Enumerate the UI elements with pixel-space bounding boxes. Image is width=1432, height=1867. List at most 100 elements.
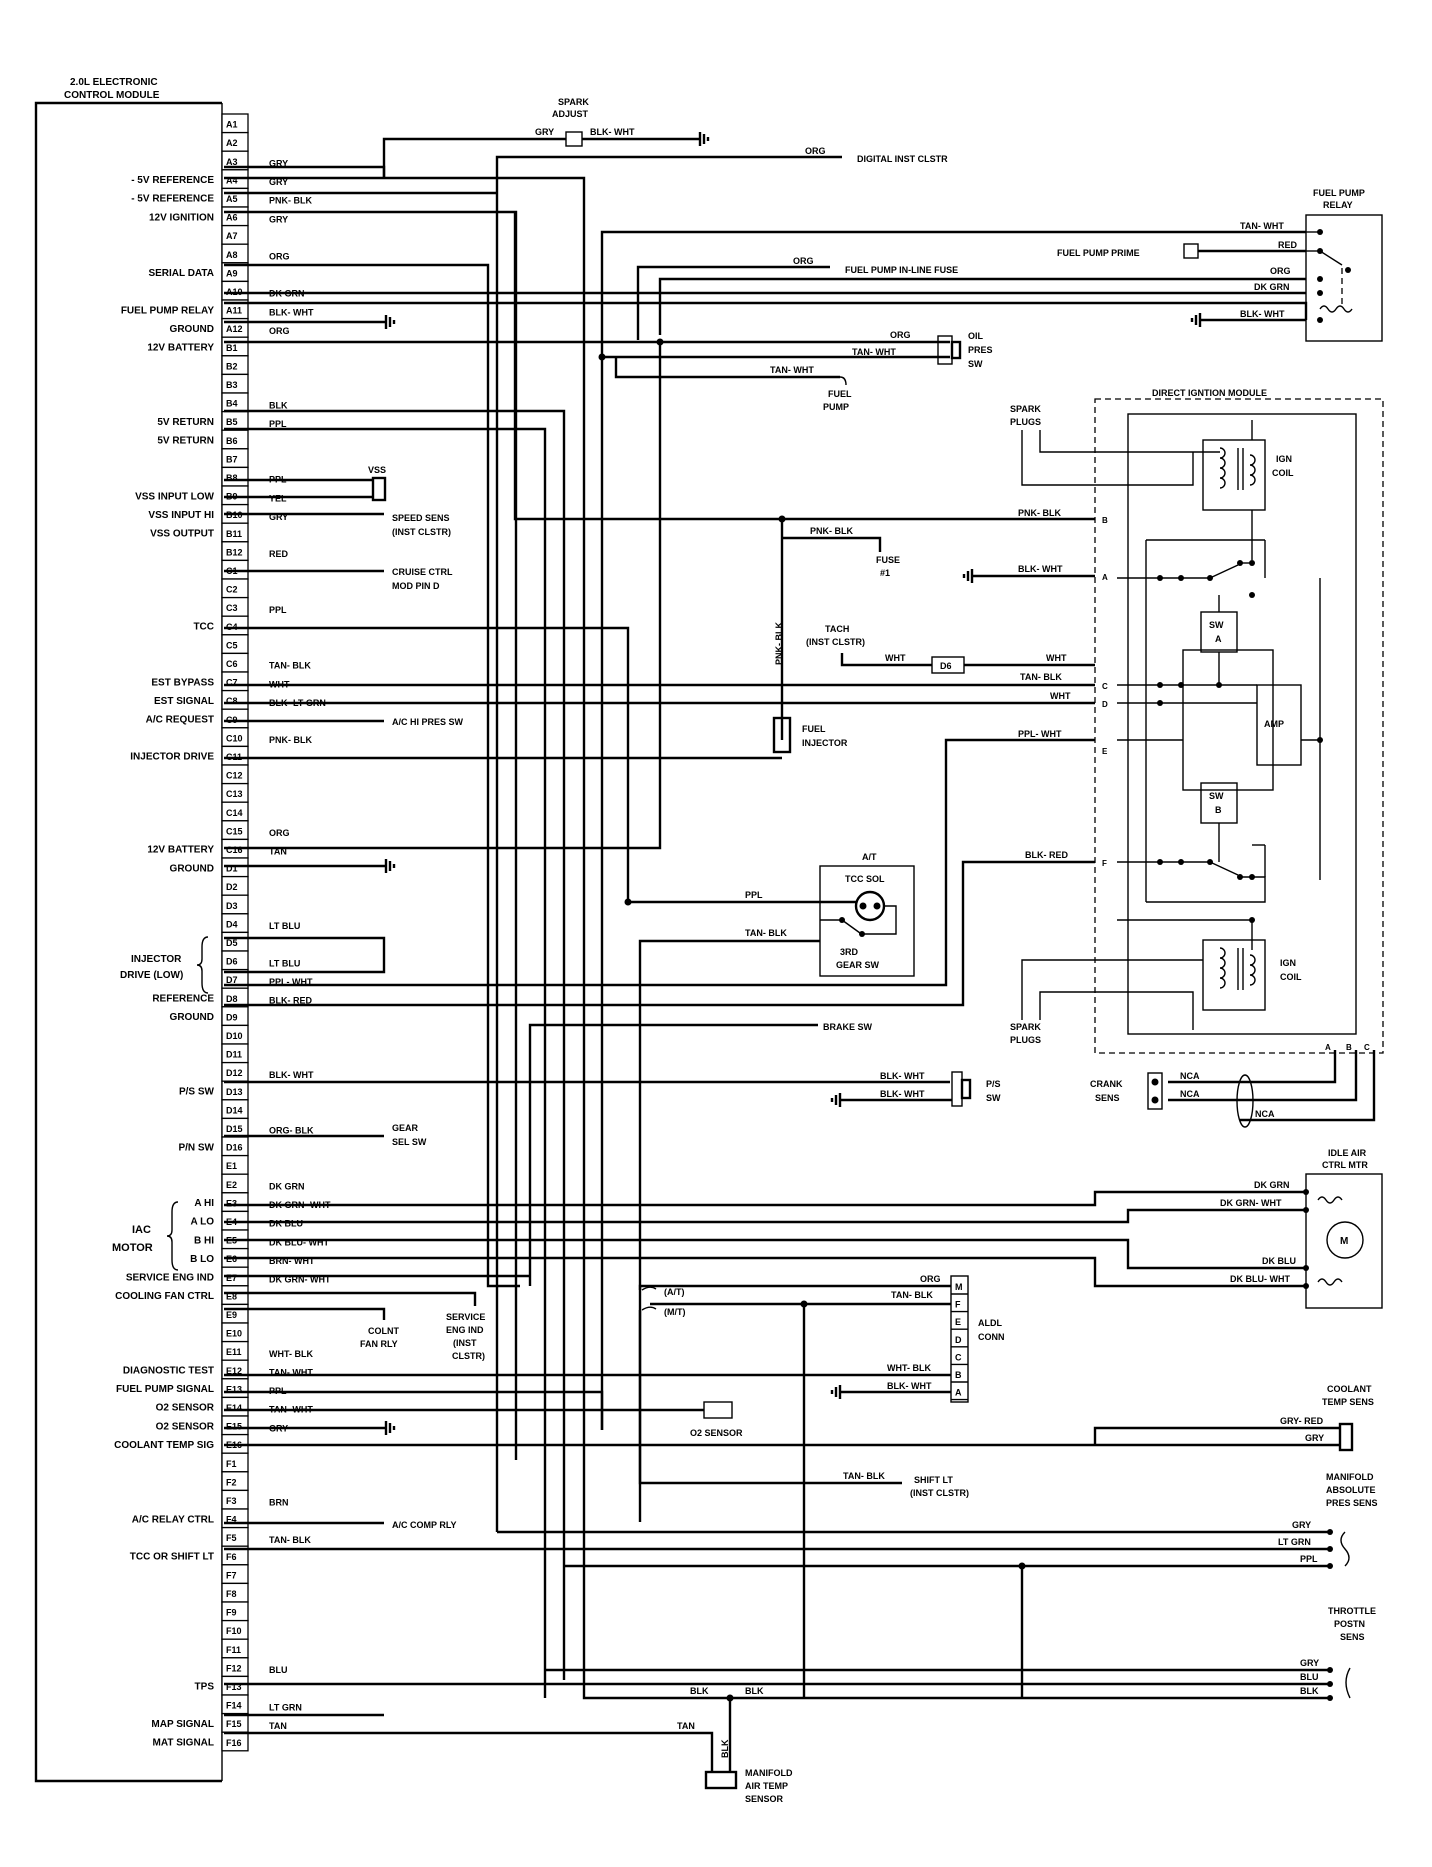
ecm-wire-color-label: LT GRN	[269, 1702, 302, 1712]
ecm-pin-label: E13	[226, 1384, 242, 1394]
ecm-pin-label: D10	[226, 1031, 243, 1041]
blu-tps-label: BLU	[1300, 1672, 1319, 1682]
ground-icon	[224, 315, 396, 329]
fuel-pump-label-1: FUEL	[828, 389, 852, 399]
dkgrnwht-iac-label: DK GRN- WHT	[1220, 1198, 1282, 1208]
ecm-body	[34, 101, 223, 1783]
ecm-function-label: GROUND	[170, 863, 214, 874]
ecm-function-label: VSS INPUT LOW	[135, 491, 214, 502]
ecm-pin-label: C3	[226, 603, 238, 613]
coolant-temp-label-2: TEMP SENS	[1322, 1397, 1374, 1407]
ecm-pin-label: B4	[226, 399, 238, 409]
ecm-pin-label: C2	[226, 585, 238, 595]
service-eng-ref-2: ENG IND	[446, 1325, 484, 1335]
ecm-title-line1: 2.0L ELECTRONIC	[70, 77, 158, 88]
svg-text:M: M	[1340, 1236, 1348, 1247]
swb-label-2: B	[1215, 805, 1222, 815]
dkblu-iac-label: DK BLU	[1262, 1256, 1296, 1266]
ecm-wire-color-label: PPL	[269, 419, 287, 429]
ecm-pin-label: D11	[226, 1050, 242, 1060]
ecm-pin-label: E15	[226, 1422, 242, 1432]
vss-label: VSS	[368, 465, 386, 475]
blkwht-aldl-label: BLK- WHT	[887, 1381, 932, 1391]
ecm-pin-label: D2	[226, 882, 238, 892]
ecm-wire-color-label: PNK- BLK	[269, 735, 312, 745]
crank-sens-label-2: SENS	[1095, 1093, 1120, 1103]
aldl-pin-label: E	[955, 1317, 961, 1327]
ac-hi-pres-ref: A/C HI PRES SW	[392, 717, 464, 727]
ecm-pin-label: F9	[226, 1608, 237, 1618]
spark-adjust-label-2: ADJUST	[552, 109, 589, 119]
speed-sens-ref-1: SPEED SENS	[392, 513, 450, 523]
amp-label: AMP	[1264, 719, 1284, 729]
ecm-function-label: - 5V REFERENCE	[131, 194, 214, 205]
ecm-wire-color-label: DK GRN- WHT	[269, 1275, 331, 1285]
tanblk-aldl-label: TAN- BLK	[891, 1290, 933, 1300]
ecm-wire-color-label: DK BLU	[269, 1219, 303, 1229]
ign-coil-top-2: COIL	[1272, 468, 1294, 478]
ecm-pin-label: E1	[226, 1161, 237, 1171]
ecm-function-label: VSS OUTPUT	[150, 529, 214, 540]
oil-pres-label-3: SW	[968, 359, 983, 369]
map-sens-label-1: MANIFOLD	[1326, 1472, 1374, 1482]
fuel-injector-label-1: FUEL	[802, 724, 826, 734]
tanwht-fp-label: TAN- WHT	[770, 365, 814, 375]
injector-label-1: INJECTOR	[131, 954, 182, 965]
ppl-map-label: PPL	[1300, 1554, 1318, 1564]
ecm-pin-label: A7	[226, 231, 238, 241]
mt-label: (M/T)	[664, 1307, 686, 1317]
ecm-pin-label: F8	[226, 1589, 237, 1599]
shift-lt-ref-1: SHIFT LT	[914, 1475, 953, 1485]
ecm-pin-label: D13	[226, 1087, 243, 1097]
pnkblk-b-label: PNK- BLK	[1018, 508, 1061, 518]
ecm-pin-label: F16	[226, 1738, 242, 1748]
tach-ref-1: TACH	[825, 624, 849, 634]
ecm-pin-label: B3	[226, 380, 238, 390]
ecm-pin-label: E3	[226, 1198, 237, 1208]
ecm-pin-label: D6	[226, 957, 238, 967]
spark-adjust-label-1: SPARK	[558, 97, 589, 107]
at2-label: (A/T)	[664, 1287, 685, 1297]
ecm-function-label: SERIAL DATA	[148, 268, 214, 279]
ecm-function-label: VSS INPUT HI	[148, 510, 214, 521]
ecm-pin-label: B12	[226, 547, 243, 557]
ecm-function-label: COOLING FAN CTRL	[115, 1291, 214, 1302]
ecm-function-label: TCC	[193, 622, 214, 633]
ecm-wire-color-label: TAN- BLK	[269, 661, 311, 671]
ecm-pin-label: F7	[226, 1570, 237, 1580]
ecm-pin-label: D1	[226, 864, 238, 874]
nca1-label: NCA	[1180, 1071, 1200, 1081]
tach-ref-2: (INST CLSTR)	[806, 637, 865, 647]
tps-sens-label-2: POSTN	[1334, 1619, 1365, 1629]
tps-sens-label-1: THROTTLE	[1328, 1606, 1376, 1616]
ecm-pin-label: D9	[226, 1012, 238, 1022]
ecm-pin-label: A9	[226, 268, 238, 278]
digital-inst-ref: DIGITAL INST CLSTR	[857, 154, 948, 164]
ecm-pin-label: C7	[226, 678, 238, 688]
ecm-function-label: 12V BATTERY	[147, 845, 214, 856]
mat-sensor-label-3: SENSOR	[745, 1794, 784, 1804]
aldl-pin-label: A	[955, 1388, 962, 1398]
ecm-pin-label: E2	[226, 1180, 237, 1190]
dim-pin-label: C	[1102, 682, 1108, 691]
gryred-cts-label: GRY- RED	[1280, 1416, 1324, 1426]
ecm-wire-color-label: PNK- BLK	[269, 196, 312, 206]
dim-pin-label: D	[1102, 700, 1108, 709]
map-sens-label-2: ABSOLUTE	[1326, 1485, 1376, 1495]
ecm-function-label: EST SIGNAL	[154, 696, 214, 707]
aldl-label-2: CONN	[978, 1332, 1005, 1342]
tan-mat-label: TAN	[677, 1721, 695, 1731]
ecm-pin-label: D16	[226, 1143, 243, 1153]
dim-pin-label: E	[1102, 747, 1108, 756]
ecm-pin-label: C10	[226, 733, 243, 743]
ecm-pin-label: F14	[226, 1701, 242, 1711]
aldl-pin-label: C	[955, 1352, 962, 1362]
blkwht-ps2-label: BLK- WHT	[880, 1089, 925, 1099]
ecm-wire-color-label: LT BLU	[269, 921, 300, 931]
gear-sel-ref-2: SEL SW	[392, 1137, 427, 1147]
fuse-label-2: #1	[880, 568, 890, 578]
dkgrn-relay-label: DK GRN	[1254, 282, 1290, 292]
